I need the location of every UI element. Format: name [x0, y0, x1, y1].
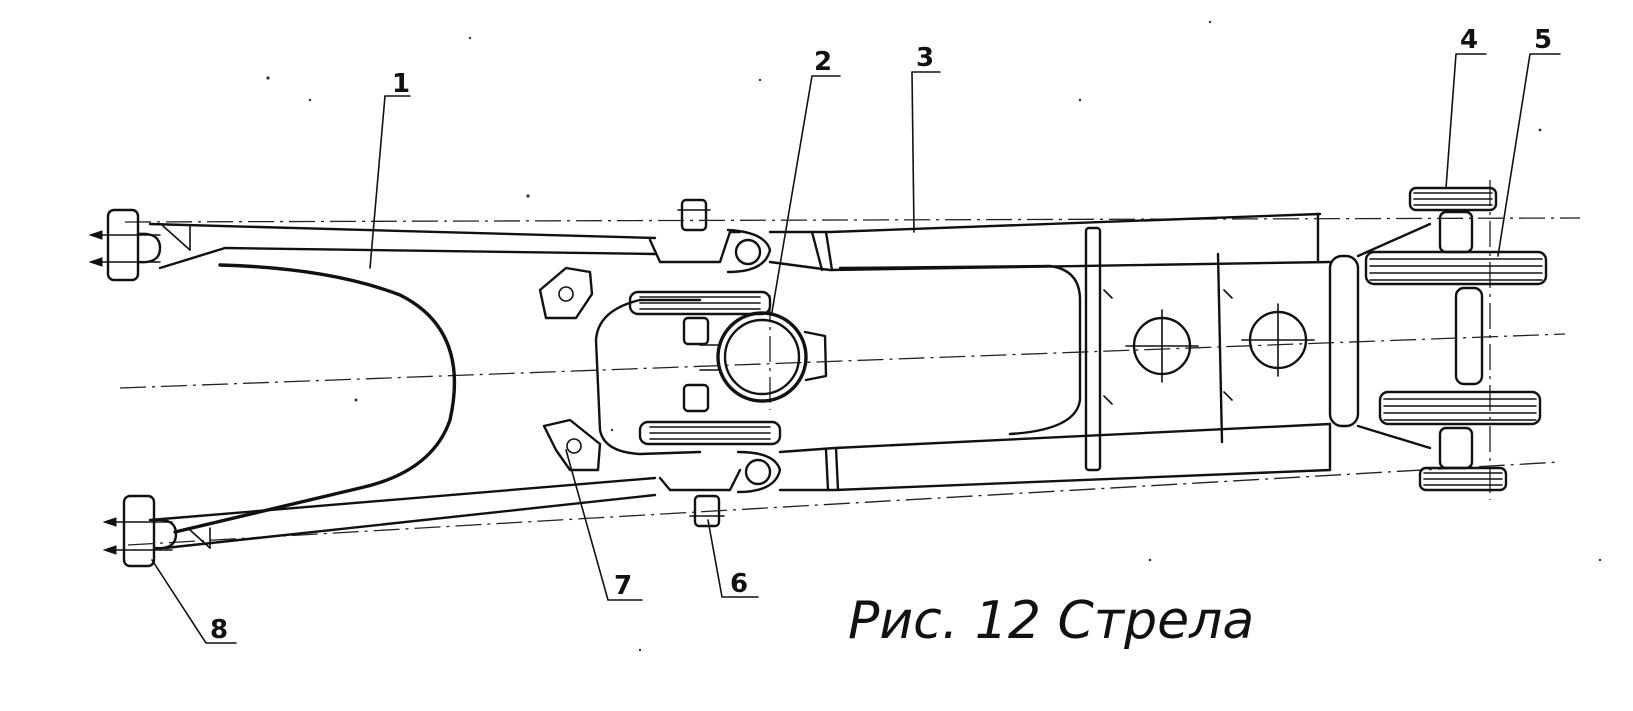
- callout-numbers: 1 2 3 4 5 6 7 8: [210, 25, 1552, 645]
- center-axis-lines: [119, 180, 1581, 546]
- head-sheaves-parts-4-5: [1364, 186, 1548, 492]
- callout-4: 4: [1460, 25, 1478, 55]
- callout-3: 3: [916, 43, 934, 73]
- pivot-assembly-part-2: [538, 198, 828, 528]
- callout-2: 2: [814, 47, 832, 77]
- callout-1: 1: [392, 69, 410, 99]
- callout-5: 5: [1534, 25, 1552, 55]
- v-frame-part-1: [88, 208, 657, 568]
- paper-specks: [266, 20, 1602, 652]
- callout-7: 7: [614, 571, 632, 601]
- main-boom-part-3: [768, 212, 1432, 492]
- callout-leaders: [151, 53, 1561, 644]
- callout-6: 6: [730, 569, 748, 599]
- figure-caption: Рис. 12 Стрела: [848, 591, 1254, 651]
- callout-8: 8: [210, 615, 228, 645]
